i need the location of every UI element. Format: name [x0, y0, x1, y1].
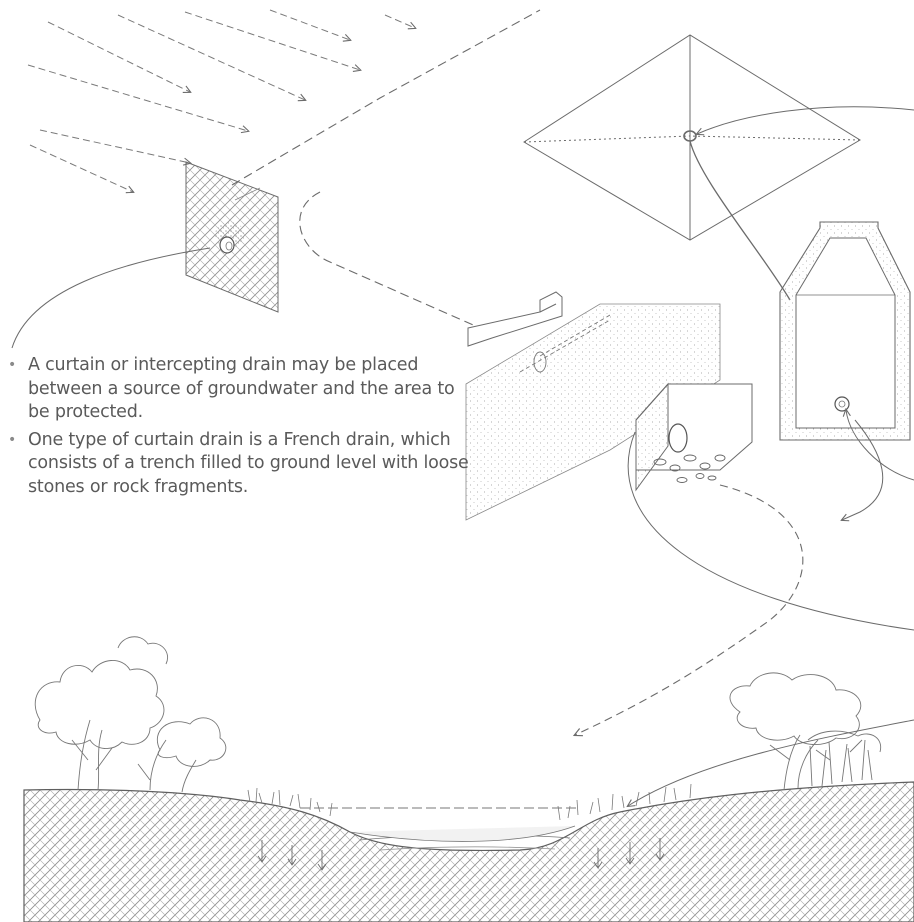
groundwater-flow-arrows [28, 10, 415, 192]
drain-outflow-dashed [575, 485, 803, 735]
ground-section [24, 782, 914, 922]
wall-callout-curve [12, 248, 210, 348]
french-drain [466, 292, 752, 520]
trees-left [35, 637, 226, 792]
note-curtain-drain: A curtain or intercepting drain may be p… [8, 354, 478, 425]
basin-callout-arrow [697, 107, 914, 134]
manhole-section [780, 222, 910, 440]
note-french-drain: One type of curtain drain is a French dr… [8, 429, 478, 500]
description-list: A curtain or intercepting drain may be p… [8, 354, 478, 499]
